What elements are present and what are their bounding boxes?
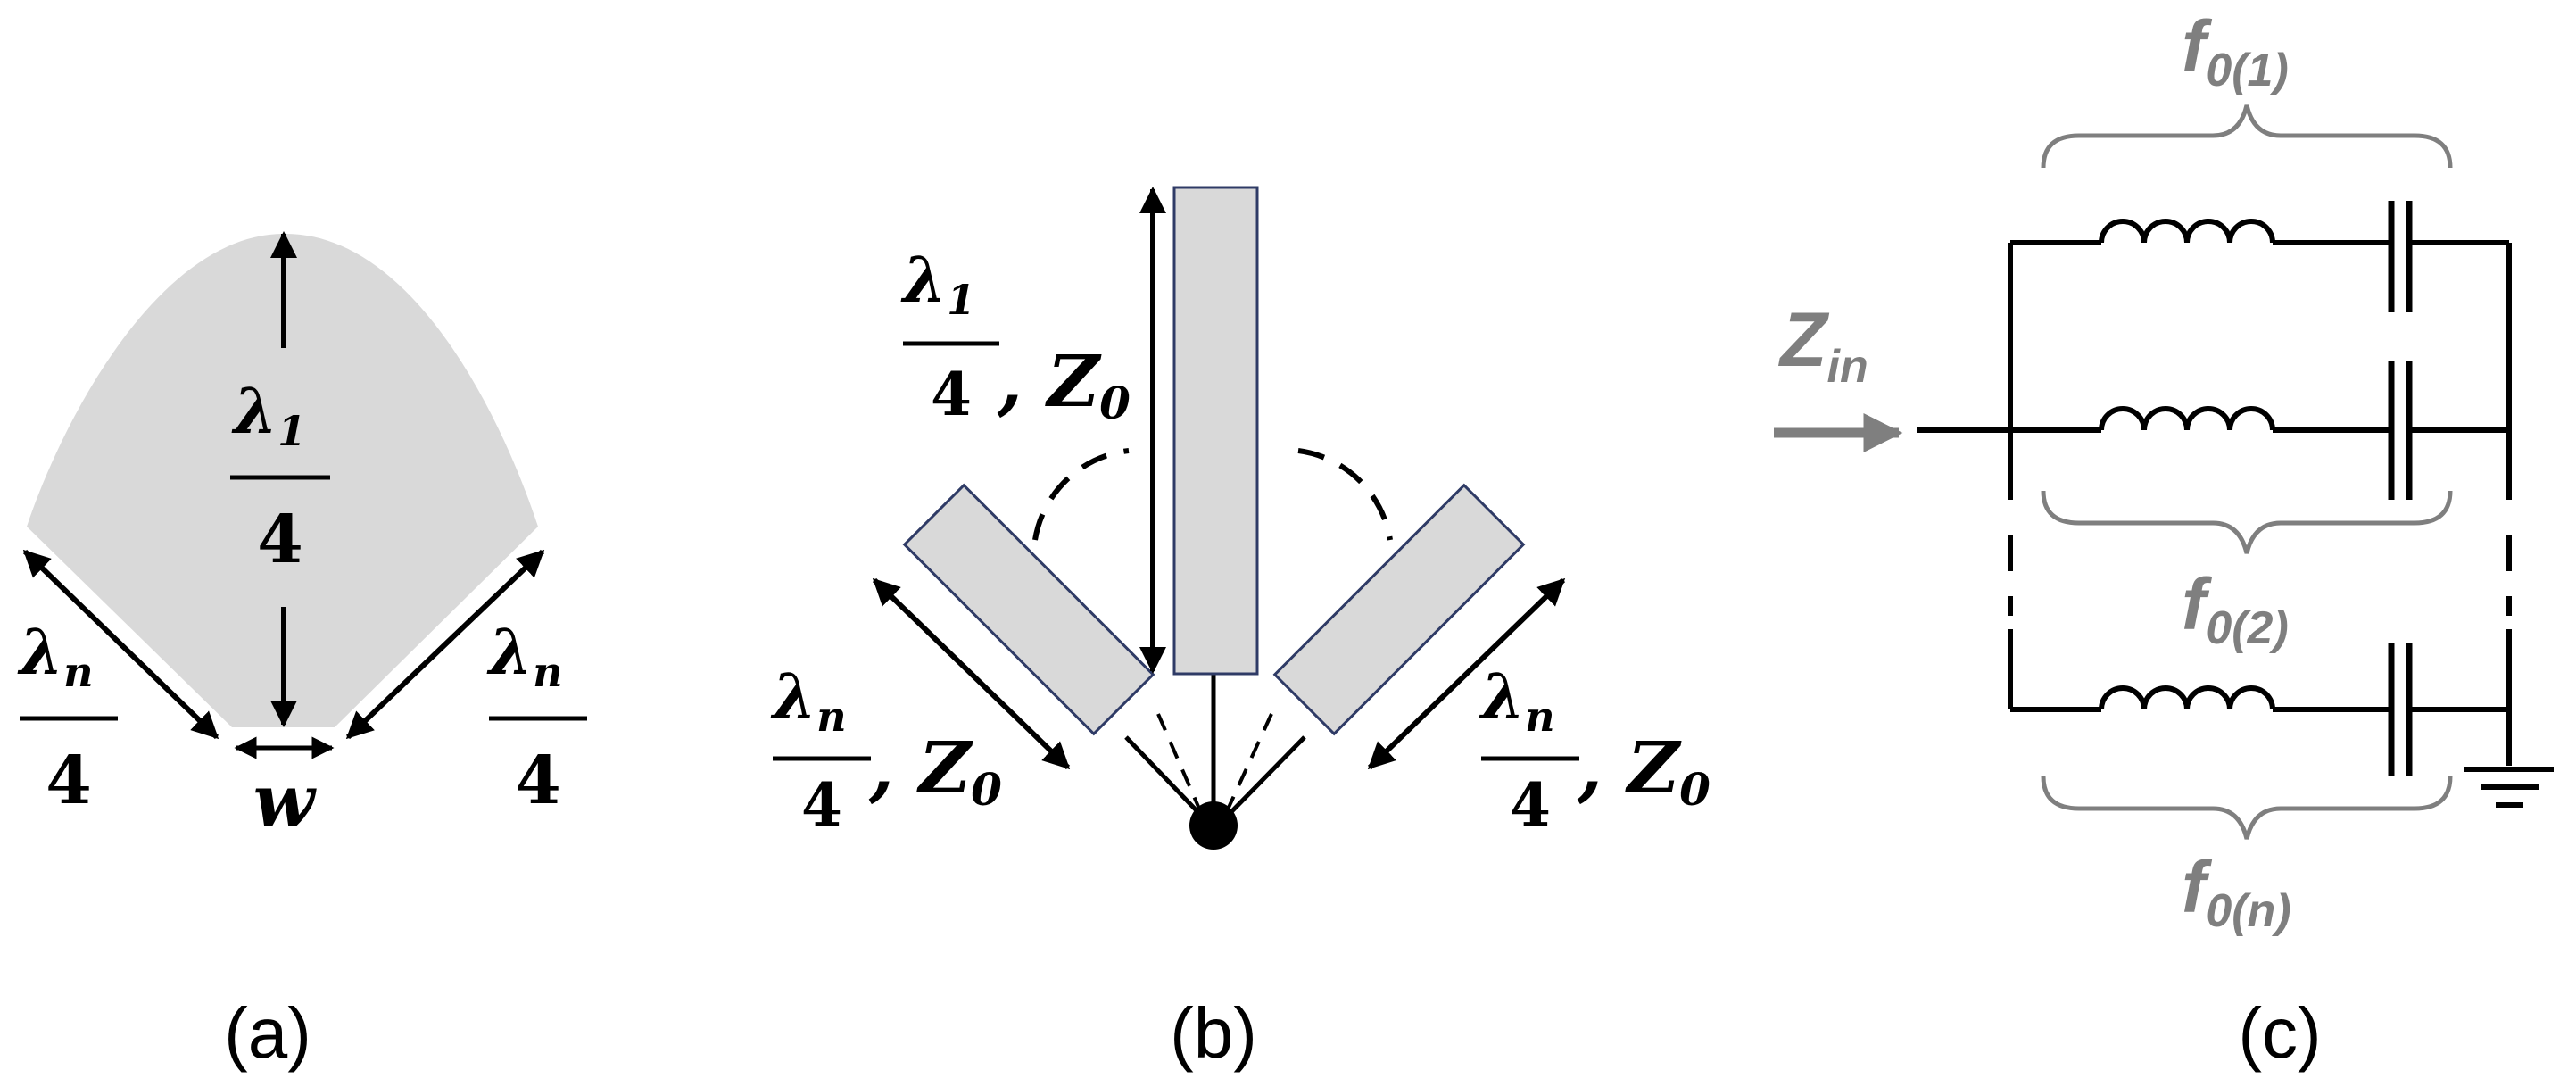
panel-c: f0(1) f0(2) f0(n) Zin (c) [1774,6,2554,1073]
label-f02: f0(2) [2182,564,2289,654]
svg-text:4: 4 [257,502,303,578]
svg-text:4: 4 [1510,770,1551,840]
label-lambdan-z0-left: λn 4 , Z0 [770,660,1002,840]
feed-dash-right [1221,713,1273,822]
svg-text:4: 4 [515,743,561,819]
caption-c: (c) [2238,993,2321,1073]
left-length-arrow [872,577,1071,770]
label-lambda1-over-4: λ1 4 [230,374,330,578]
brace-f0n [2041,776,2453,840]
label-lambdan-over-4-left: λn 4 [17,615,118,819]
svg-text:λn: λn [1479,660,1555,741]
branch-2 [2010,361,2509,500]
label-zin: Zin [1777,297,1868,393]
panel-a: λ1 4 λn 4 λn 4 w (a) [17,231,587,1073]
svg-text:, Z0: , Z0 [997,339,1131,429]
svg-text:λ1: λ1 [231,374,306,455]
label-lambdan-z0-right: λn 4 , Z0 [1479,660,1710,840]
label-f0n: f0(n) [2182,847,2291,937]
svg-text:4: 4 [801,770,842,840]
branch-1 [2010,201,2509,312]
ground-icon [2464,767,2554,808]
svg-text:4: 4 [46,743,92,819]
feed-dash-left [1156,713,1206,822]
panel-b: λ1 4 , Z0 λn 4 , Z0 λn 4 , Z0 (b) [770,186,1710,1073]
svg-text:4: 4 [931,360,972,429]
label-f01: f0(1) [2182,6,2289,96]
svg-text:, Z0: , Z0 [1577,726,1710,816]
caption-a: (a) [224,993,311,1073]
label-lambdan-over-4-right: λn 4 [486,615,587,819]
svg-text:λn: λn [486,615,563,696]
inductor-2 [2099,406,2275,431]
branch-n [2010,643,2509,776]
inductor-1 [2099,219,2275,244]
svg-text:λ1: λ1 [900,243,975,324]
svg-text:, Z0: , Z0 [868,726,1002,816]
brace-f01 [2041,104,2453,169]
inductor-n [2099,685,2275,710]
angle-arc-right [1297,448,1393,541]
brace-f02 [2041,490,2453,554]
label-lambda1-z0: λ1 4 , Z0 [900,243,1131,429]
feed-point [1189,801,1238,850]
left-edge-arrow [22,549,219,740]
right-length-arrow [1367,577,1566,770]
left-stub [902,483,1155,736]
caption-b: (b) [1170,993,1257,1073]
svg-text:λn: λn [17,615,94,696]
center-stub [1172,186,1259,676]
svg-text:λn: λn [770,660,847,741]
right-edge-arrow [345,549,545,740]
angle-arc-left [1032,448,1130,541]
label-width: w [253,759,318,842]
